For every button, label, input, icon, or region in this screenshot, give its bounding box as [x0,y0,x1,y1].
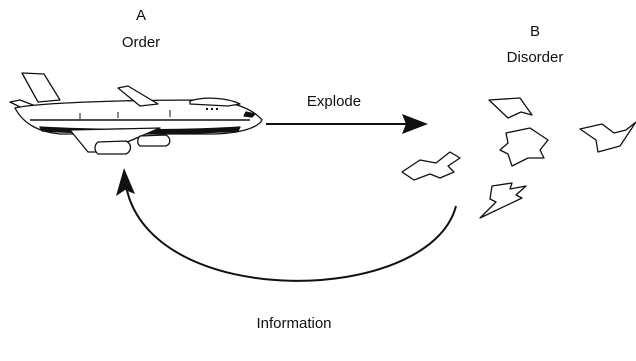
debris-fragment-2 [499,127,549,167]
information-arrow-curve [125,185,457,282]
state-b-letter: B [529,23,541,40]
debris-fragment-3 [579,121,636,153]
information-arrow [116,168,457,282]
explode-label: Explode [306,93,362,110]
debris-fragment-icons [401,97,636,219]
airplane-tail-fin [21,72,61,103]
explode-arrow-head [402,114,428,134]
airplane-door-marks [79,110,171,119]
debris-fragment-5 [479,182,527,219]
information-arrow-head [116,168,135,196]
state-b-name: Disorder [506,49,564,66]
airplane-upper-deck [189,97,241,107]
airplane-engine-2 [137,134,171,147]
state-a-name: Order [121,34,161,51]
airplane-fuselage [14,99,263,135]
airplane-icon [9,72,263,155]
airplane-cockpit [243,111,256,118]
airplane-far-wing [117,85,159,107]
airplane-windows [206,108,218,110]
debris-fragment-4 [401,151,461,181]
debris-fragment-1 [488,97,533,119]
airplane-engine-1 [94,140,132,155]
information-label: Information [256,315,332,332]
state-a-letter: A [135,7,147,24]
explode-arrow [266,114,428,134]
